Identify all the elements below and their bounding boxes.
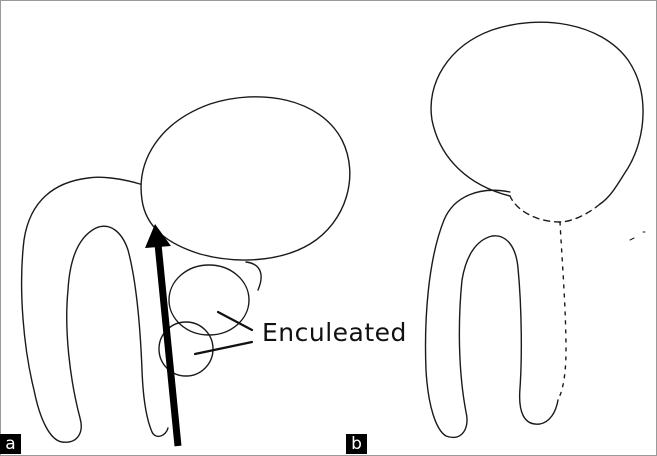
panel-b-u-outer [426,190,558,437]
panel-a-lower-tissue [246,262,261,290]
leader-line-lower [195,342,252,354]
panel-b-dotted-boundary [558,222,566,400]
panel-b-drawing [426,22,645,437]
panel-a-nodule-upper [169,265,249,335]
panel-label-b: b [346,434,367,454]
panel-a-arrow [145,224,178,446]
panel-a-drawing [22,97,350,442]
panel-a-prostate-lobe [141,97,350,260]
panel-a-u-outer [22,177,168,442]
enucleated-annotation: Enculeated [262,318,407,348]
panel-label-a: a [0,434,21,454]
panel-b-bladder [431,22,643,204]
panel-b-dashed-arc [510,196,600,222]
